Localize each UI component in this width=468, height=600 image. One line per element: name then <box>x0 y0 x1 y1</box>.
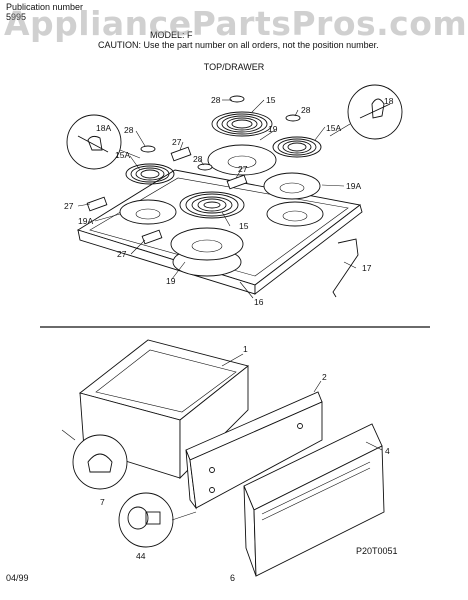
callout-27: 27 <box>64 201 74 211</box>
callout-15A: 15A <box>115 150 130 160</box>
section-title: TOP/DRAWER <box>203 62 265 72</box>
surface-element-left-small <box>125 163 175 185</box>
leader-lines-bottom <box>221 353 383 451</box>
callout-7: 7 <box>100 497 105 507</box>
drip-pan-front-large <box>170 227 244 277</box>
caution-text: CAUTION: Use the part number on all orde… <box>98 40 379 50</box>
callout-15: 15 <box>266 95 276 105</box>
drawer-front-panel <box>185 391 323 510</box>
callout-27: 27 <box>238 164 248 174</box>
trim-caps <box>140 95 301 171</box>
inset-18 <box>329 84 403 140</box>
callout-19A: 19A <box>346 181 361 191</box>
callout-27: 27 <box>172 137 182 147</box>
surface-element-front-large <box>179 191 245 219</box>
callout-15A: 15A <box>326 123 341 133</box>
callout-18A: 18A <box>96 123 111 133</box>
callout-28: 28 <box>301 105 311 115</box>
drip-pan-front-left <box>119 199 177 225</box>
callout-15: 15 <box>239 221 249 231</box>
drip-pan-right <box>266 201 324 227</box>
publication-label: Publication number <box>6 2 84 12</box>
page-number: 6 <box>230 573 236 583</box>
footer-date: 04/99 <box>6 573 29 583</box>
callout-19: 19 <box>268 124 278 134</box>
diagram-code: P20T0051 <box>356 546 398 556</box>
callout-16: 16 <box>254 297 264 307</box>
inset-7 <box>61 429 128 490</box>
drawer-handle-panel <box>243 423 385 577</box>
support-rod <box>332 238 359 298</box>
callout-18: 18 <box>384 96 394 106</box>
inset-18A <box>66 114 141 170</box>
surface-element-right-small <box>272 136 322 158</box>
model-label: MODEL: F <box>150 30 193 40</box>
callout-28: 28 <box>211 95 221 105</box>
callout-27: 27 <box>117 249 127 259</box>
publication-number: 5995 <box>6 12 27 22</box>
receptacle-blocks <box>86 146 248 245</box>
inset-44 <box>118 492 197 548</box>
surface-element-rear-large <box>211 111 273 137</box>
callout-28: 28 <box>193 154 203 164</box>
callout-19: 19 <box>166 276 176 286</box>
callout-44: 44 <box>136 551 146 561</box>
callout-4: 4 <box>385 446 390 456</box>
callout-1: 1 <box>243 344 248 354</box>
callout-19A: 19A <box>78 216 93 226</box>
callout-28: 28 <box>124 125 134 135</box>
leader-lines-top <box>77 99 357 299</box>
callout-17: 17 <box>362 263 372 273</box>
callout-2: 2 <box>322 372 327 382</box>
drip-pan-rear-right <box>263 172 321 200</box>
